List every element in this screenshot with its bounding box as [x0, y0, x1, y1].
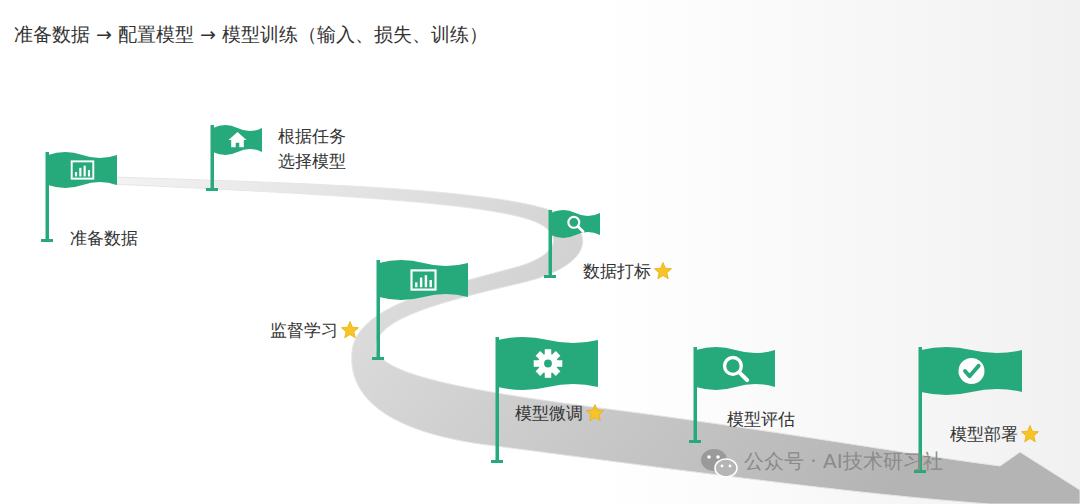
star-mark	[341, 322, 358, 338]
chart-icon	[412, 270, 436, 289]
step-label: 数据打标	[583, 259, 651, 284]
title: 准备数据 → 配置模型 → 模型训练（输入、损失、训练）	[14, 22, 488, 48]
step-label: 模型微调	[515, 401, 583, 426]
flag-cloth	[921, 347, 1022, 395]
star-mark	[586, 405, 603, 421]
pole-base	[206, 188, 218, 191]
flag-cloth	[551, 210, 600, 238]
flag-shape	[378, 260, 468, 360]
step-label: 根据任务 选择模型	[278, 124, 356, 174]
flag-cloth	[498, 337, 598, 390]
flag-node: 监督学习	[378, 260, 468, 360]
flag-node: 根据任务 选择模型	[212, 125, 262, 191]
search-icon	[568, 217, 583, 232]
search-icon	[725, 358, 748, 381]
star-mark	[654, 263, 671, 279]
road	[112, 177, 1080, 504]
pole-base	[491, 460, 503, 463]
flag-node: 数据打标	[550, 210, 600, 278]
pole-base	[689, 440, 701, 443]
flag-node: 模型评估	[695, 347, 775, 443]
flag-node: 模型微调	[497, 337, 598, 463]
step-label: 模型部署	[950, 422, 1018, 447]
step-label: 模型评估	[727, 407, 795, 432]
wechat-icon	[701, 449, 737, 477]
flag-cloth	[379, 260, 468, 300]
star-mark	[1021, 426, 1038, 442]
step-label: 监督学习	[270, 318, 338, 343]
watermark: 公众号 · AI技术研习社	[744, 448, 943, 475]
flag-cloth	[213, 125, 262, 155]
flag-node: 准备数据	[47, 152, 117, 242]
step-label: 准备数据	[70, 226, 138, 251]
gear-icon	[534, 349, 563, 378]
pole-base	[372, 357, 384, 360]
check-icon	[959, 358, 985, 384]
pole-base	[544, 275, 556, 278]
chart-icon	[72, 161, 94, 178]
flag-shape	[212, 125, 262, 191]
home-icon	[229, 132, 247, 147]
pole-base	[41, 239, 53, 242]
flag-shape	[497, 337, 598, 463]
flag-cloth	[48, 152, 117, 188]
flag-cloth	[696, 347, 775, 390]
